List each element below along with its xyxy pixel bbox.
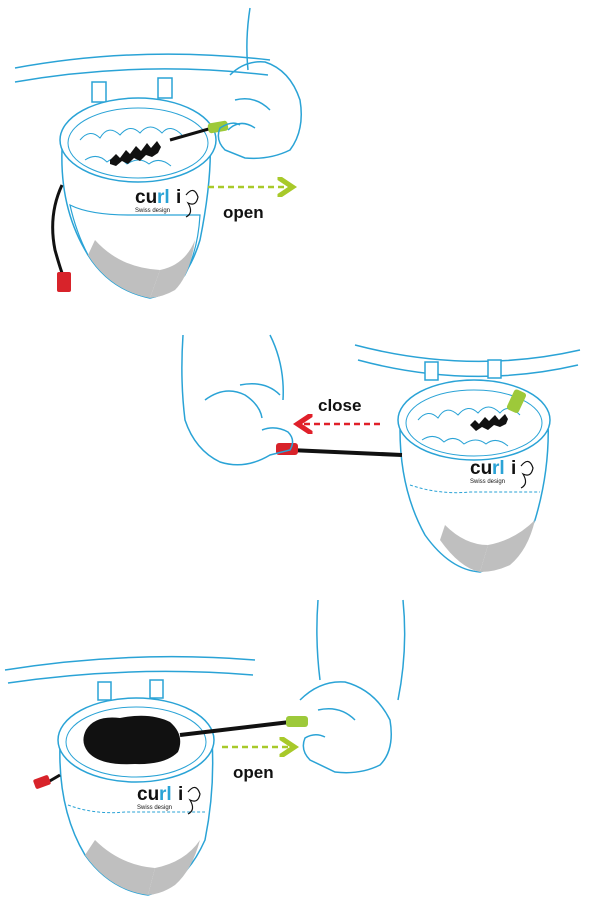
belt-loop — [488, 360, 501, 378]
logo-text-cu: cu — [137, 784, 159, 805]
green-toggle — [207, 120, 228, 133]
side-cord — [53, 185, 65, 280]
belt-strap — [355, 345, 580, 361]
red-toggle — [33, 775, 51, 790]
hand-outline — [317, 600, 320, 680]
belt-strap — [15, 54, 270, 68]
logo-tagline: Swiss design — [470, 479, 505, 485]
drawcord — [290, 450, 402, 455]
logo-text-cu: cu — [470, 458, 492, 479]
logo-tagline: Swiss design — [137, 805, 172, 811]
hand-outline — [270, 335, 283, 400]
belt-strap-lower — [358, 360, 578, 376]
bag-rim-inner — [68, 108, 208, 178]
hand-outline — [182, 335, 293, 465]
logo-text-rl: rl — [492, 458, 505, 479]
green-toggle — [286, 716, 308, 727]
logo-tagline: Swiss design — [135, 208, 170, 214]
belt-loop — [150, 680, 163, 698]
bag-opening-open — [83, 716, 180, 765]
hand-outline — [300, 682, 391, 773]
belt-loop — [98, 682, 111, 700]
belt-loop — [425, 362, 438, 380]
red-toggle — [57, 272, 71, 292]
close-label: close — [318, 396, 361, 415]
belt-loop — [158, 78, 172, 98]
logo-text-i: i — [176, 187, 181, 208]
logo-text-rl: rl — [159, 784, 172, 805]
open-label: open — [223, 203, 264, 222]
open-label: open — [233, 763, 274, 782]
logo-text-i: i — [511, 458, 516, 479]
hand-outline — [398, 600, 405, 700]
panel-open-bottom: cu rl i Swiss design open — [5, 600, 405, 895]
hand-outline — [247, 8, 250, 70]
belt-strap — [5, 657, 255, 670]
logo-text-rl: rl — [157, 187, 170, 208]
panel-open-top: cu rl i Swiss design open — [15, 8, 301, 298]
logo-text-i: i — [178, 784, 183, 805]
belt-loop — [92, 82, 106, 102]
belt-strap-lower — [8, 671, 253, 683]
belt-strap-lower — [15, 69, 268, 82]
hand-outline — [218, 62, 301, 159]
logo-text-cu: cu — [135, 187, 157, 208]
panel-close-middle: cu rl i Swiss design close — [182, 335, 580, 572]
